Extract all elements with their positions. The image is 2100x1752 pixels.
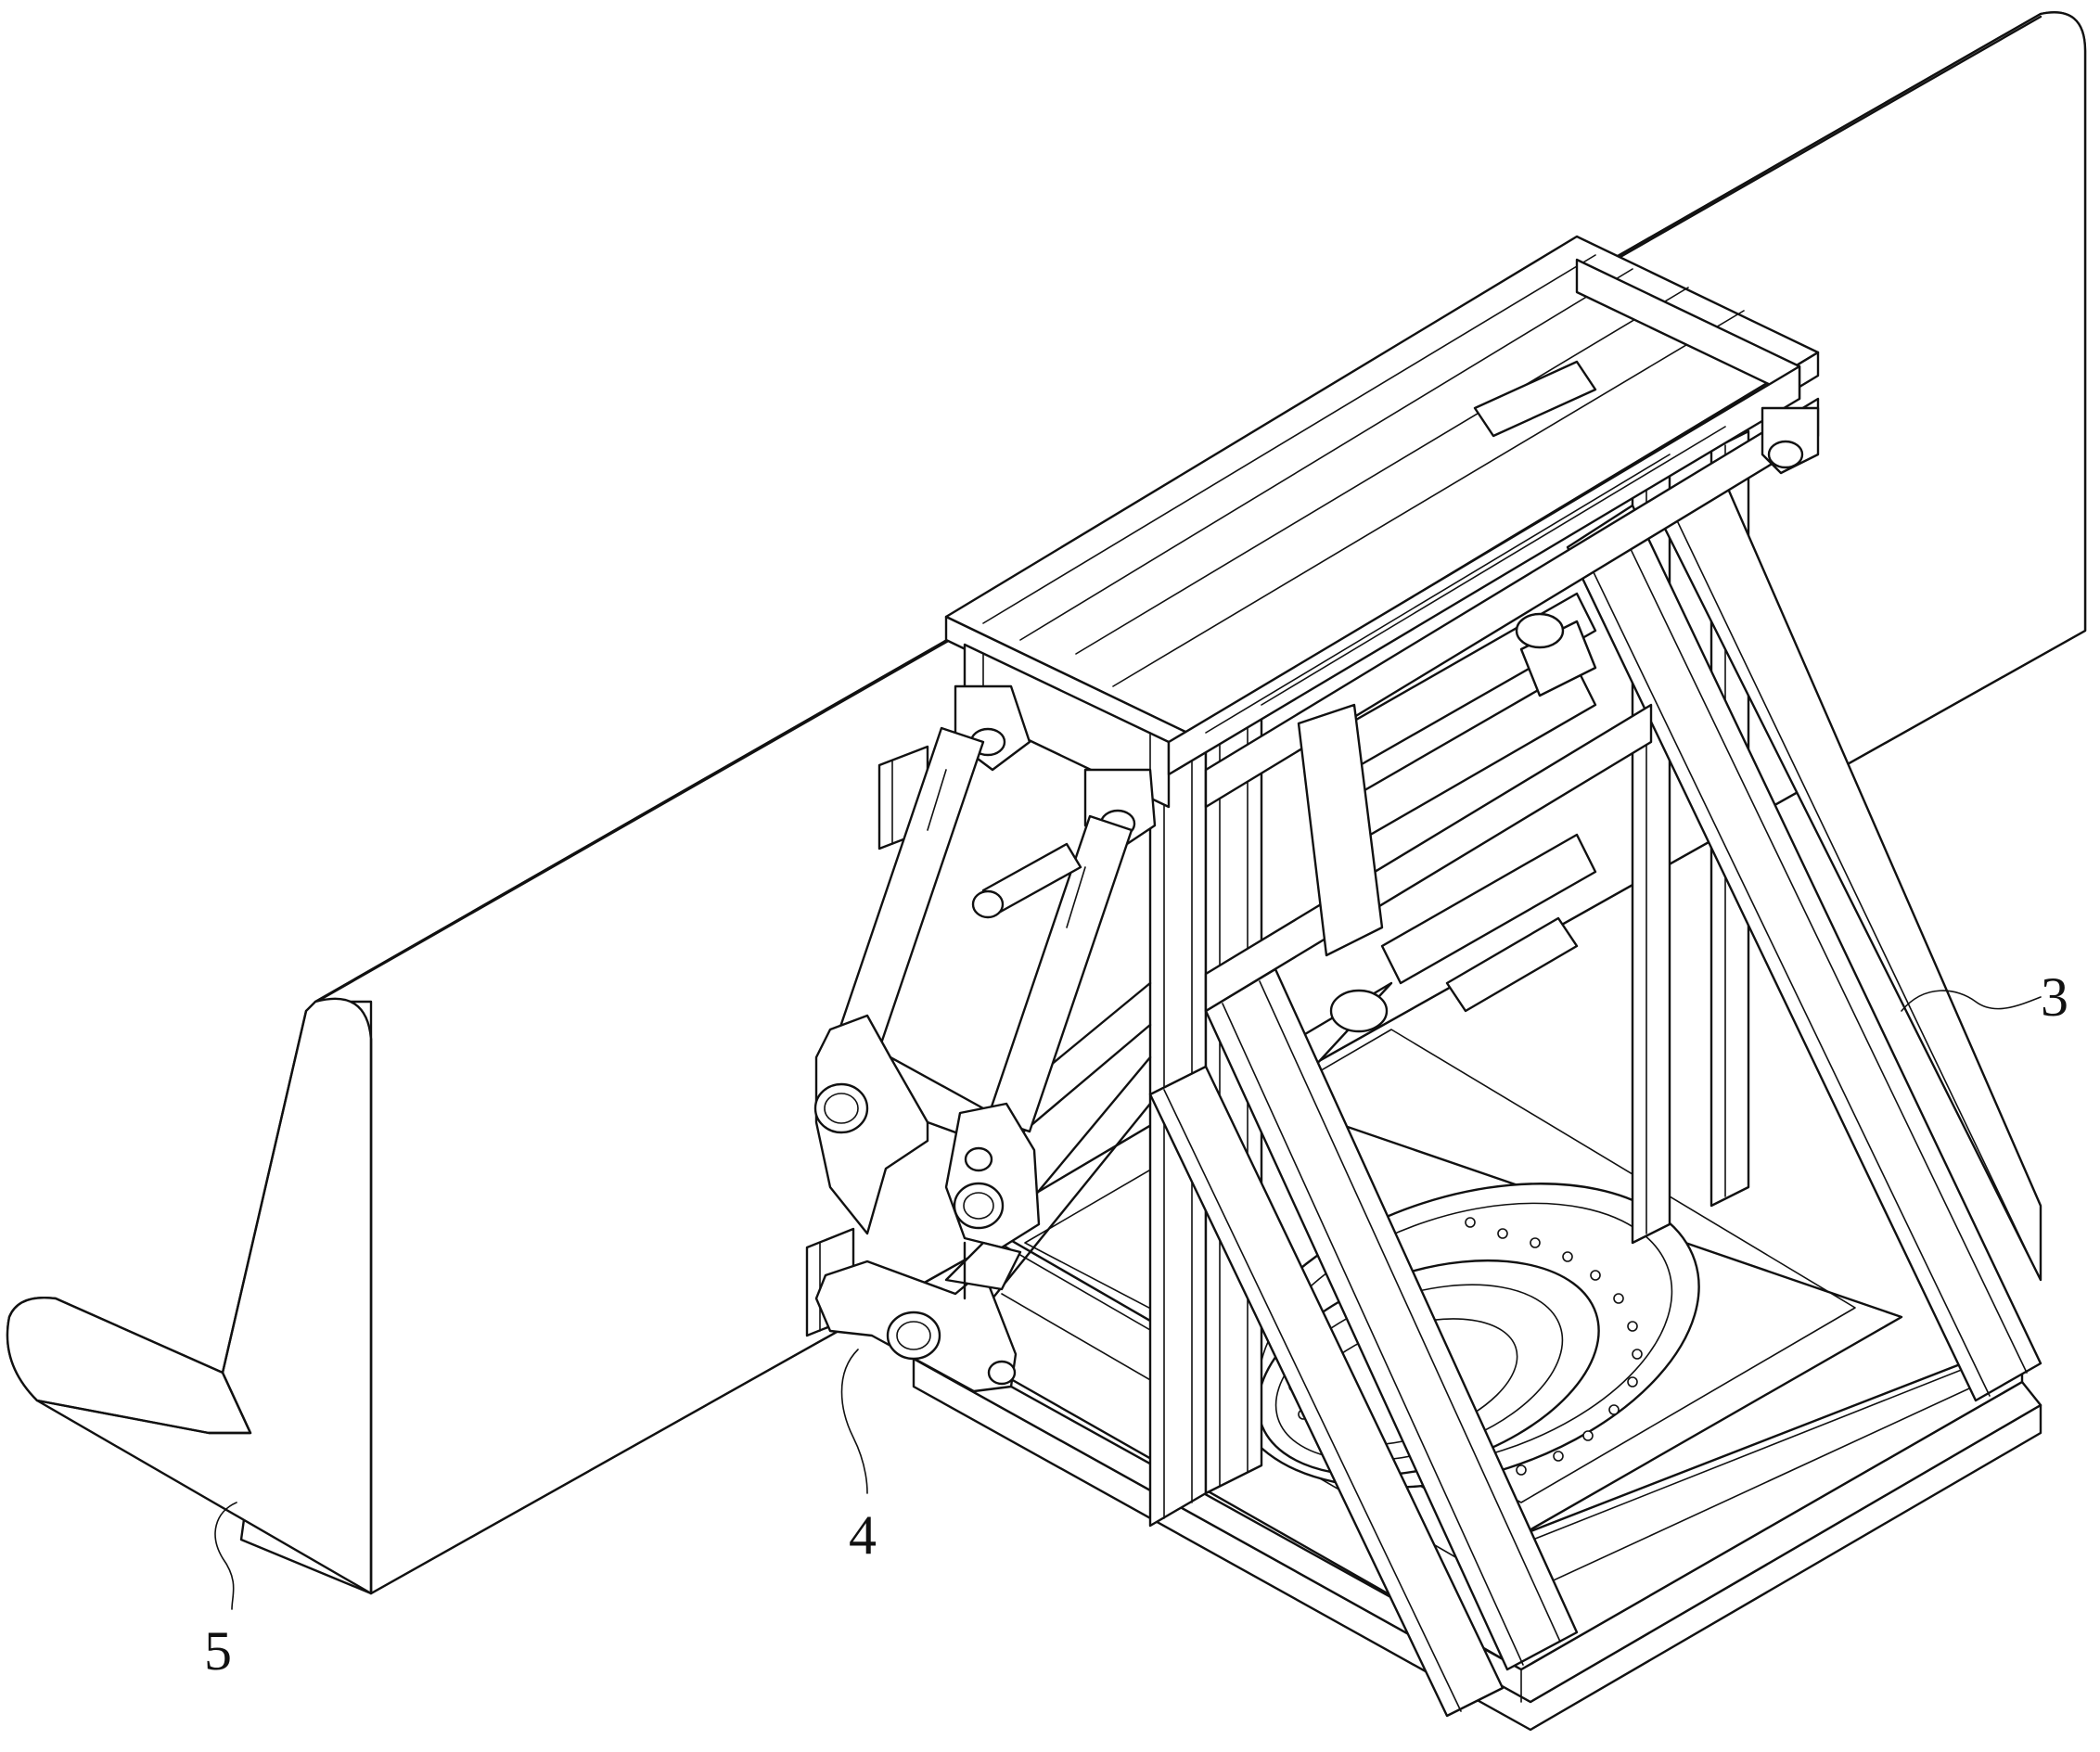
- callout-4: 4: [849, 1504, 877, 1566]
- leader-line-3: [1902, 991, 2041, 1011]
- beam-end-lower-face: [7, 1298, 250, 1433]
- actuator-right: [988, 816, 1132, 1132]
- leader-line-4: [842, 1349, 868, 1493]
- right-diagonal-strut: [1568, 505, 2041, 1400]
- callout-5: 5: [204, 1620, 232, 1682]
- callout-3: 3: [2041, 966, 2068, 1028]
- leader-line-5: [215, 1503, 237, 1609]
- upper-clevis-joints: [955, 408, 1818, 853]
- internal-cylinders: [1299, 362, 1595, 1031]
- leader-lines: [215, 991, 2041, 1609]
- frame-3: [914, 237, 2041, 1730]
- linkage-4: [807, 728, 1132, 1391]
- beam-end-face: [7, 999, 371, 1593]
